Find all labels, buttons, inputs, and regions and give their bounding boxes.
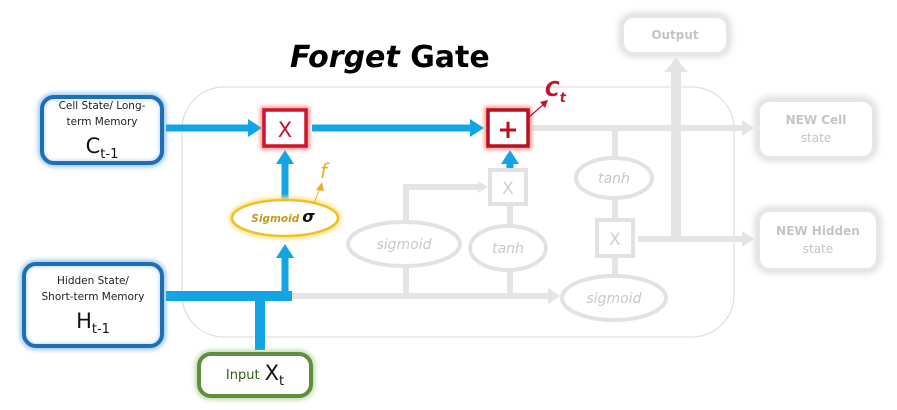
new-cell-state-box: NEW Cell state xyxy=(756,98,876,160)
active-thick-flow xyxy=(166,291,292,350)
f-arrow-line xyxy=(313,187,321,204)
cell-state-label-1: Cell State/ Long- xyxy=(58,100,146,112)
arrowhead-to-add xyxy=(470,119,484,137)
add-symbol: + xyxy=(497,115,519,145)
hidden-state-label-2: Short-term Memory xyxy=(41,291,145,303)
faded-output-multiply-symbol: X xyxy=(609,230,621,250)
arrowhead-to-multiply xyxy=(248,119,262,137)
hidden-state-subscript: t-1 xyxy=(91,322,110,337)
hidden-state-label-1: Hidden State/ xyxy=(57,275,129,287)
hidden-state-symbol: Ht-1 xyxy=(76,309,110,337)
f-label: f xyxy=(320,159,330,183)
input-symbol: Xt xyxy=(265,361,285,389)
cell-state-symbol-letter: C xyxy=(85,134,101,158)
title-rest: Gate xyxy=(410,40,490,75)
faded-input-tanh xyxy=(468,224,548,272)
faded-output-multiply-gate xyxy=(595,218,635,258)
ct-arrowhead xyxy=(540,100,548,108)
ct-label: Ct xyxy=(545,77,567,106)
new-hidden-state-label-2: state xyxy=(802,242,834,256)
title-italic: Forget xyxy=(290,40,400,75)
add-gate[interactable] xyxy=(486,108,530,148)
hidden-state-box: Hidden State/ Short-term Memory Ht-1 xyxy=(22,262,164,348)
faded-output-tanh-label: tanh xyxy=(598,171,630,187)
faded-input-multiply-gate xyxy=(488,168,528,206)
faded-output-tanh xyxy=(574,156,654,200)
input-label: Input xyxy=(225,367,260,383)
sigmoid-text: Sigmoid xyxy=(251,213,299,225)
diagram-title: Forget Gate xyxy=(290,40,490,75)
faded-output-sigmoid-label: sigmoid xyxy=(586,291,641,307)
new-cell-state-label-2: state xyxy=(800,131,832,145)
cell-state-subscript: t-1 xyxy=(100,147,119,162)
new-hidden-state-label-1: NEW Hidden xyxy=(776,224,860,238)
arrowhead-to-add-up xyxy=(501,150,519,164)
arrowhead-to-multiply-up xyxy=(276,150,294,164)
output-label: Output xyxy=(651,28,699,42)
hidden-state-symbol-letter: H xyxy=(76,309,92,333)
faded-input-sigmoid xyxy=(346,220,462,268)
forget-sigmoid[interactable] xyxy=(230,198,340,238)
faded-arrowhead-output xyxy=(664,58,688,72)
forget-multiply-symbol: X xyxy=(278,118,292,142)
faded-arrowhead-hidden xyxy=(742,231,754,247)
cell-state-symbol: Ct-1 xyxy=(86,134,119,162)
new-cell-state-label-1: NEW Cell xyxy=(785,113,847,127)
f-arrowhead xyxy=(316,182,324,191)
new-hidden-state-box: NEW Hidden state xyxy=(756,208,880,272)
forget-multiply-gate[interactable] xyxy=(262,108,308,148)
faded-sigmoid-to-x xyxy=(403,184,478,222)
ct-subscript: t xyxy=(560,91,567,106)
faded-input-tanh-label: tanh xyxy=(492,241,524,257)
faded-arrowhead-sigmoid xyxy=(548,288,560,304)
faded-input-sigmoid-label: sigmoid xyxy=(376,237,431,253)
input-box: Input Xt xyxy=(197,352,313,398)
active-flow xyxy=(166,124,514,296)
faded-input-multiply-symbol: X xyxy=(502,179,514,199)
output-box: Output xyxy=(620,14,730,56)
active-arrowheads xyxy=(248,119,519,258)
input-symbol-letter: X xyxy=(264,361,279,385)
cell-state-label-2: term Memory xyxy=(66,116,138,128)
faded-arrowheads xyxy=(478,58,754,304)
sigma-symbol: σ xyxy=(302,207,315,226)
ct-arrow-line xyxy=(527,103,545,119)
lstm-cell-boundary xyxy=(181,86,735,338)
cell-state-box: Cell State/ Long- term Memory Ct-1 xyxy=(40,95,164,165)
faded-arrowhead-cell xyxy=(742,120,754,136)
faded-arrowhead-x xyxy=(478,181,488,193)
arrowhead-to-sigmoid-up xyxy=(276,244,294,258)
faded-output-sigmoid xyxy=(560,274,668,322)
ct-symbol: C xyxy=(545,77,560,101)
input-subscript: t xyxy=(278,374,285,389)
